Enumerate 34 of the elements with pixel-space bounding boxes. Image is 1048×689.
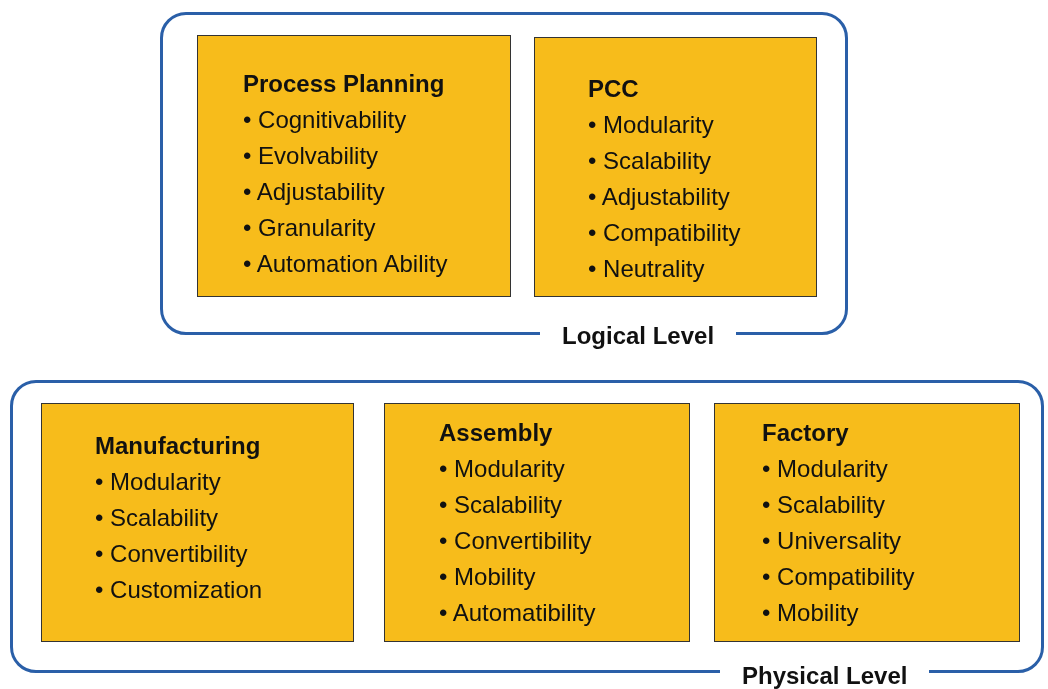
list-item: • Customization (95, 575, 263, 605)
list-item: • Mobility (439, 562, 536, 592)
list-item: • Mobility (762, 598, 859, 628)
list-item: • Modularity (439, 454, 565, 484)
category-box (534, 37, 817, 297)
list-item: • Neutrality (588, 254, 705, 284)
category-box (197, 35, 511, 297)
box-heading: PCC (588, 74, 639, 104)
category-box (41, 403, 354, 642)
list-item: • Granularity (243, 213, 376, 243)
list-item: • Convertibility (95, 539, 248, 569)
list-item: • Modularity (95, 467, 221, 497)
list-item: • Modularity (762, 454, 888, 484)
box-heading: Factory (762, 418, 849, 448)
list-item: • Cognitivability (243, 105, 407, 135)
category-box (714, 403, 1020, 642)
box-heading: Manufacturing (95, 431, 261, 461)
list-item: • Adjustability (588, 182, 730, 212)
list-item: • Scalability (762, 490, 886, 520)
category-box (384, 403, 690, 642)
box-heading: Process Planning (243, 69, 445, 99)
list-item: • Compatibility (588, 218, 741, 248)
list-item: • Scalability (588, 146, 712, 176)
list-item: • Adjustability (243, 177, 385, 207)
list-item: • Universality (762, 526, 902, 556)
box-heading: Assembly (439, 418, 553, 448)
list-item: • Scalability (95, 503, 219, 533)
list-item: • Scalability (439, 490, 563, 520)
list-item: • Evolvability (243, 141, 379, 171)
list-item: • Automation Ability (243, 249, 448, 279)
list-item: • Modularity (588, 110, 714, 140)
list-item: • Automatibility (439, 598, 596, 628)
list-item: • Convertibility (439, 526, 592, 556)
list-item: • Compatibility (762, 562, 915, 592)
